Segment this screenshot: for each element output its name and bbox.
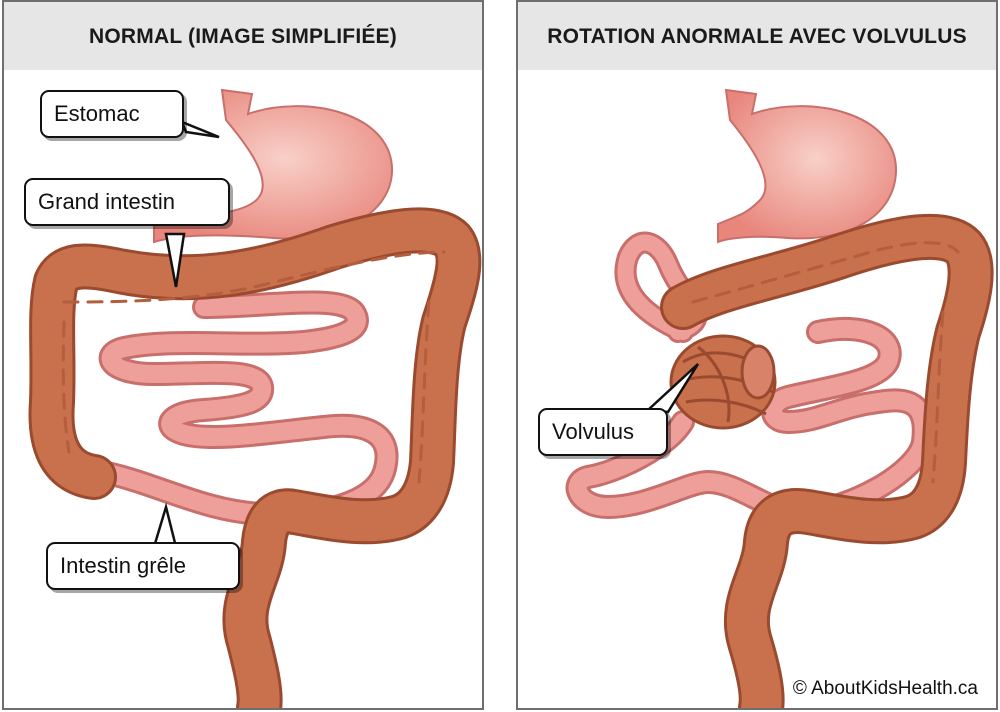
normal-anatomy-illustration: [28, 88, 482, 708]
large-intestine-label: Grand intestin: [24, 178, 230, 226]
small-intestine-shape: [90, 290, 399, 527]
normal-panel: NORMAL (IMAGE SIMPLIFIÉE) Estomac Grand …: [2, 0, 484, 710]
large-intestine-shape: [28, 207, 482, 708]
large-intestine-shape: [660, 213, 994, 708]
stomach-label: Estomac: [40, 90, 184, 138]
volvulus-label: Volvulus: [538, 408, 668, 456]
panel-title: NORMAL (IMAGE SIMPLIFIÉE): [4, 2, 482, 70]
stomach-shape: [153, 88, 394, 244]
panel-title: ROTATION ANORMALE AVEC VOLVULUS: [518, 2, 996, 70]
volvulus-panel: ROTATION ANORMALE AVEC VOLVULUS Volvulus…: [516, 0, 998, 710]
volvulus-twist-shape: [669, 334, 777, 430]
small-intestine-label: Intestin grêle: [46, 542, 240, 590]
volvulus-anatomy-illustration: [565, 88, 994, 708]
stomach-shape: [717, 88, 898, 244]
copyright-credit: © AboutKidsHealth.ca: [792, 678, 978, 699]
